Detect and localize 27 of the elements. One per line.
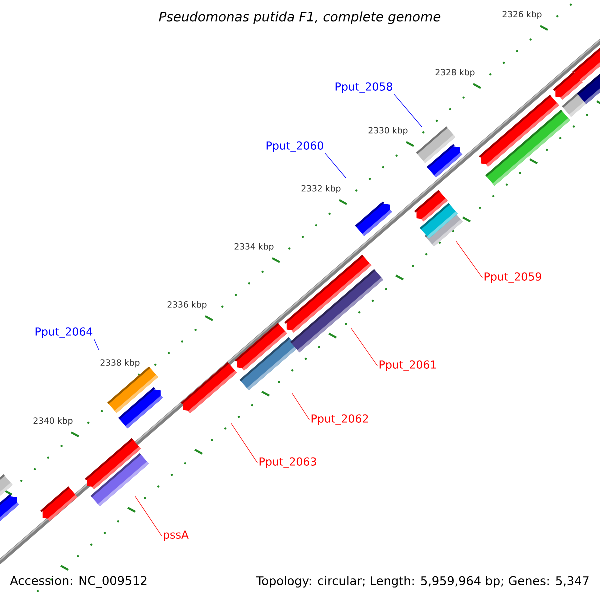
gene-label: Pput_2058: [336, 82, 392, 94]
gene-label: Pput_2061: [380, 360, 436, 372]
tick-label: 2340 kbp: [34, 418, 73, 426]
gene-label: Pput_2060: [266, 142, 324, 152]
leader-line: [394, 94, 422, 128]
gene-label: pssA: [164, 530, 189, 542]
footer-text: Topology: circular; Length: 5,959,964 bp; Genes: 5,347: [256, 576, 589, 588]
leader-line: [456, 240, 483, 278]
leader-line: [94, 339, 100, 350]
leader-line: [134, 496, 162, 536]
tick-label: 2326 kbp: [502, 11, 542, 20]
footer-text: Accession: NC_009512: [10, 576, 147, 588]
tick-label: 2328 kbp: [436, 69, 475, 78]
tick-label: 2338 kbp: [100, 359, 140, 368]
gene-label: Pput_2063: [260, 458, 316, 468]
leader-line: [350, 328, 378, 366]
leader-line: [230, 422, 258, 464]
tick-label: 2334 kbp: [234, 243, 274, 252]
tick-label: 2332 kbp: [302, 185, 341, 194]
leader-line: [292, 392, 310, 420]
tick-label: 2330 kbp: [368, 127, 408, 136]
gene-label: Pput_2064: [36, 328, 93, 338]
gene-label: Pput_2059: [484, 272, 542, 284]
leader-line: [325, 153, 346, 178]
title: Pseudomonas putida F1, complete genome: [159, 12, 441, 24]
tick-label: 2336 kbp: [168, 301, 207, 310]
gene-label: Pput_2062: [312, 414, 368, 426]
